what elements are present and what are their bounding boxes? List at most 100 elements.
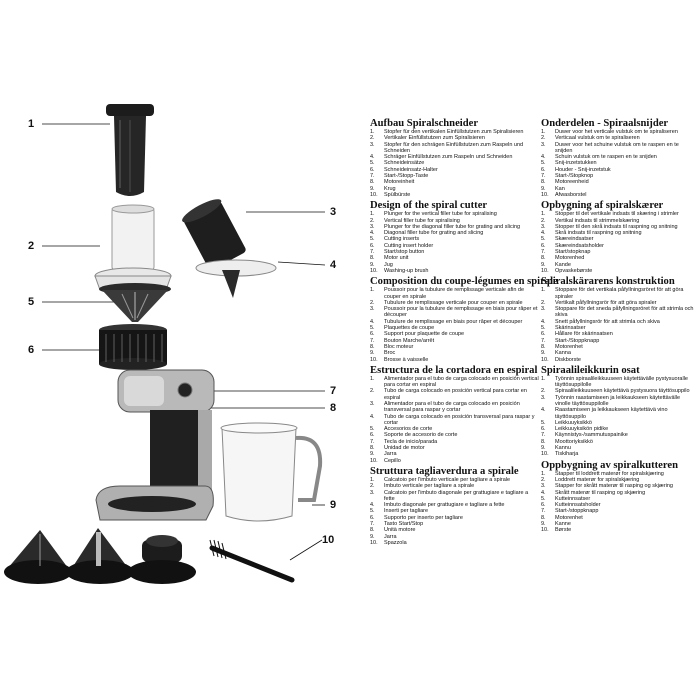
- parts-list: 1.Stopfer für den vertikalen Einfüllstut…: [370, 129, 540, 198]
- list-item: 2.Vertikaler Einfüllstutzen zum Spiralis…: [370, 135, 485, 142]
- section-it: Struttura tagliaverdura a spirale 1.Calc…: [370, 466, 540, 546]
- list-item: 3.Duwer voor het schuine vulstuk om te r…: [541, 141, 679, 154]
- list-item: 6.Schneideinsatz-Halter: [370, 166, 438, 173]
- text-column-left: Aufbau Spiralschneider 1.Stopfer für den…: [370, 118, 558, 548]
- jug-illustration: [220, 422, 323, 522]
- callout-10: 10: [322, 534, 335, 546]
- list-item: 7.Tecla de inicio/parada: [370, 438, 438, 445]
- list-item: 8.Bloc moteur: [370, 343, 414, 350]
- list-item: 1.Stapper til loddrett materør for spira…: [541, 470, 664, 477]
- parts-list: 1.Poussoir pour la tubulure de remplissa…: [370, 287, 540, 363]
- callout-3: 3: [330, 206, 337, 218]
- list-item: 10.Tiskiharja: [541, 451, 579, 458]
- list-item: 1.Alimentador para el tubo de carga colo…: [370, 375, 539, 389]
- section-title: Aufbau Spiralschneider: [370, 118, 479, 129]
- motor-unit-illustration: [95, 369, 215, 521]
- list-item: 7.Start-/Stopp-Taste: [370, 173, 429, 180]
- section-es: Estructura de la cortadora en espiral 1.…: [370, 365, 540, 464]
- list-item: 10.Børste: [541, 527, 572, 534]
- list-item: 2.Vertical filler tube for spiralising: [370, 217, 460, 224]
- list-item: 6.Houder - Snij-inzetstuk: [541, 166, 611, 173]
- list-item: 1.Plunger for the vertical filler tube f…: [370, 211, 497, 218]
- vertical-filler-tube-illustration: [94, 204, 172, 291]
- list-item: 7.Start-/Stopknop: [541, 173, 594, 180]
- list-item: 1.Työnnin spiraalileikkuuseen käytettävä…: [541, 375, 688, 389]
- list-item: 9.Kanne: [541, 521, 571, 528]
- list-item: 9.Jarra: [370, 451, 397, 458]
- list-item: 4.Tubulure de remplissage en biais pour …: [370, 318, 523, 325]
- list-item: 9.Kande: [541, 261, 571, 268]
- list-item: 3.Stoppare för det sneda påfyllningsröre…: [541, 306, 694, 319]
- list-item: 7.Tasto Start/Stop: [370, 521, 424, 528]
- parts-list: 1.Plunger for the vertical filler tube f…: [370, 211, 540, 274]
- list-item: 2.Tubulure de remplissage verticale pour…: [370, 299, 523, 306]
- list-item: 1.Calcatoio per l'imbuto verticale per t…: [370, 476, 511, 483]
- list-item: 6.Leikkuuyksikön pidike: [541, 426, 609, 433]
- list-item: 9.Jarra: [370, 533, 397, 540]
- list-item: 5.Inserti per tagliare: [370, 508, 429, 515]
- list-item: 7.Start/stop button: [370, 249, 425, 256]
- parts-list: 1.Työnnin spiraalileikkuuseen käytettävä…: [541, 376, 697, 458]
- section-fi: Spiraalileikkurin osat 1.Työnnin spiraal…: [541, 365, 697, 458]
- list-item: 5.Leikkuuyksikkö: [541, 419, 592, 426]
- section-de: Aufbau Spiralschneider 1.Stopfer für den…: [370, 118, 540, 198]
- section-title: Spiraalileikkurin osat: [541, 364, 640, 376]
- list-item: 9.Kan: [541, 185, 565, 192]
- list-item: 7.Start-/stoppknapp: [541, 508, 599, 515]
- parts-list: 1.Alimentador para el tubo de carga colo…: [370, 376, 540, 464]
- list-item: 10.Washing-up brush: [370, 267, 429, 274]
- parts-list: 1.Stoppare för det vertikala påfyllnings…: [541, 287, 697, 363]
- list-item: 3.Stopper til den skrå indsats til raspn…: [541, 223, 678, 230]
- list-item: 10.Cepillo: [370, 457, 401, 464]
- section-title: Onderdelen - Spiraalsnijder: [541, 118, 669, 129]
- list-item: 5.Skärinsatser: [541, 325, 586, 332]
- callout-5: 5: [28, 296, 35, 308]
- section-title: Design of the spiral cutter: [370, 200, 488, 212]
- list-item: 9.Broc: [370, 350, 396, 357]
- callout-2: 2: [28, 240, 35, 252]
- callout-7: 7: [330, 385, 337, 397]
- list-item: 1.Stopper til det vertikale indsats til …: [541, 211, 679, 218]
- list-item: 1.Stoppare för det vertikala påfyllnings…: [541, 287, 684, 300]
- list-item: 4.Skrått materør til rasping og skjæring: [541, 489, 646, 496]
- washing-up-brush-illustration: [209, 539, 295, 583]
- list-item: 2.Spiraalileikkuuseen käytettävä pystysu…: [541, 388, 690, 395]
- list-item: 6.Kutteinnsatsholder: [541, 502, 601, 509]
- callout-6: 6: [28, 344, 35, 356]
- list-item: 1.Duwer voor het verticale vulstuk om te…: [541, 129, 678, 135]
- list-item: 6.Skæreindsatsholder: [541, 242, 604, 249]
- list-item: 2.Vertikal indsats til strimmelskæring: [541, 217, 640, 224]
- product-exploded-diagram: [4, 104, 326, 584]
- list-item: 3.Alimentador para el tubo de carga colo…: [370, 400, 520, 414]
- list-item: 8.Motorenhet: [541, 514, 583, 521]
- list-item: 10.Afwasborstel: [541, 191, 587, 198]
- list-item: 5.Kutteinnsatser: [541, 495, 591, 502]
- section-da: Opbygning af spiralskærer 1.Stopper til …: [541, 200, 697, 274]
- callout-4: 4: [330, 259, 337, 271]
- list-item: 7.Start/stopknap: [541, 249, 591, 256]
- list-item: 9.Krug: [370, 185, 396, 192]
- list-item: 7.Käynnistys-/sammutuspainike: [541, 432, 628, 439]
- section-title: Struttura tagliaverdura a spirale: [370, 465, 519, 477]
- list-item: 6.Hållare för skärinsatsen: [541, 331, 613, 338]
- section-nl: Onderdelen - Spiraalsnijder 1.Duwer voor…: [541, 118, 697, 198]
- section-title: Oppbygning av spiralkutteren: [541, 459, 678, 471]
- callout-9: 9: [330, 499, 337, 511]
- parts-list: 1.Duwer voor het verticale vulstuk om te…: [541, 129, 697, 198]
- spare-cutting-inserts-illustration: [4, 528, 196, 584]
- list-item: 3.Calcatoio per l'imbuto diagonale per g…: [370, 489, 529, 502]
- list-item: 4.Schuin vulstuk om te raspen en te snij…: [541, 154, 657, 161]
- list-item: 1.Stopfer für den vertikalen Einfüllstut…: [370, 129, 524, 135]
- section-en: Design of the spiral cutter 1.Plunger fo…: [370, 200, 540, 274]
- list-item: 8.Motoreinheit: [370, 179, 415, 186]
- parts-list: 1.Stopper til det vertikale indsats til …: [541, 211, 697, 274]
- list-item: 2.Vertikalt påfyllningsrör för att göra …: [541, 299, 657, 306]
- list-item: 4.Schräger Einfüllstutzen zum Raspeln un…: [370, 154, 513, 161]
- list-item: 6.Soporte de accesorio de corte: [370, 432, 458, 439]
- callout-1: 1: [28, 118, 35, 130]
- section-title: Opbygning af spiralskærer: [541, 200, 664, 212]
- start-stop-button-illustration: [177, 382, 193, 398]
- list-item: 9.Jug: [370, 261, 393, 268]
- list-item: 10.Spazzola: [370, 539, 407, 546]
- list-item: 4.Skrå indsats til raspning og snitning: [541, 230, 642, 237]
